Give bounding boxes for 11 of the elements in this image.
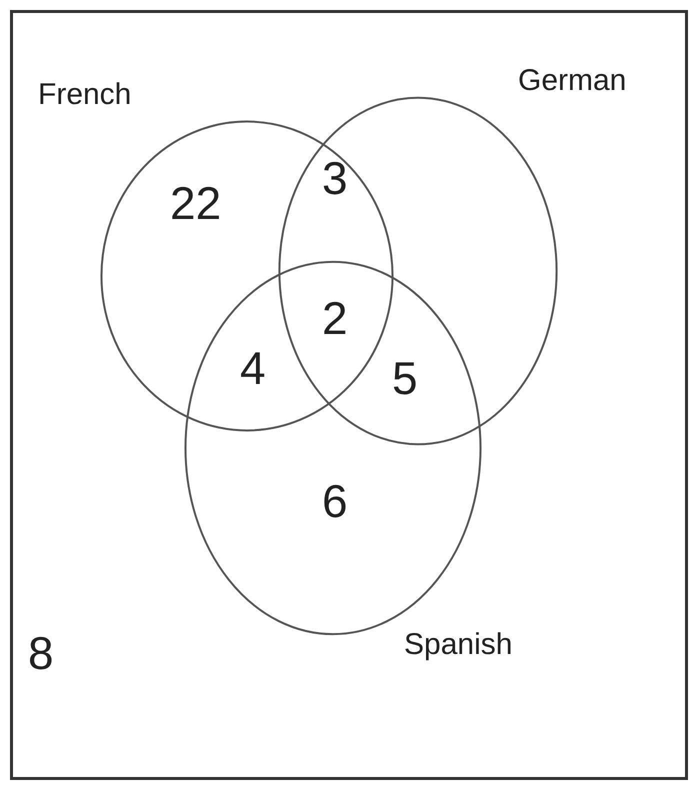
region-count: 2 <box>322 295 348 341</box>
set-label: Spanish <box>404 630 512 660</box>
universe-rectangle <box>10 10 688 780</box>
region-count: 22 <box>170 180 222 226</box>
region-count: 6 <box>322 478 348 524</box>
set-label: German <box>518 66 626 96</box>
region-count: 8 <box>28 630 54 676</box>
region-count: 5 <box>392 355 418 401</box>
region-count: 4 <box>240 345 266 391</box>
set-label: French <box>38 80 132 110</box>
region-count: 3 <box>322 155 348 201</box>
